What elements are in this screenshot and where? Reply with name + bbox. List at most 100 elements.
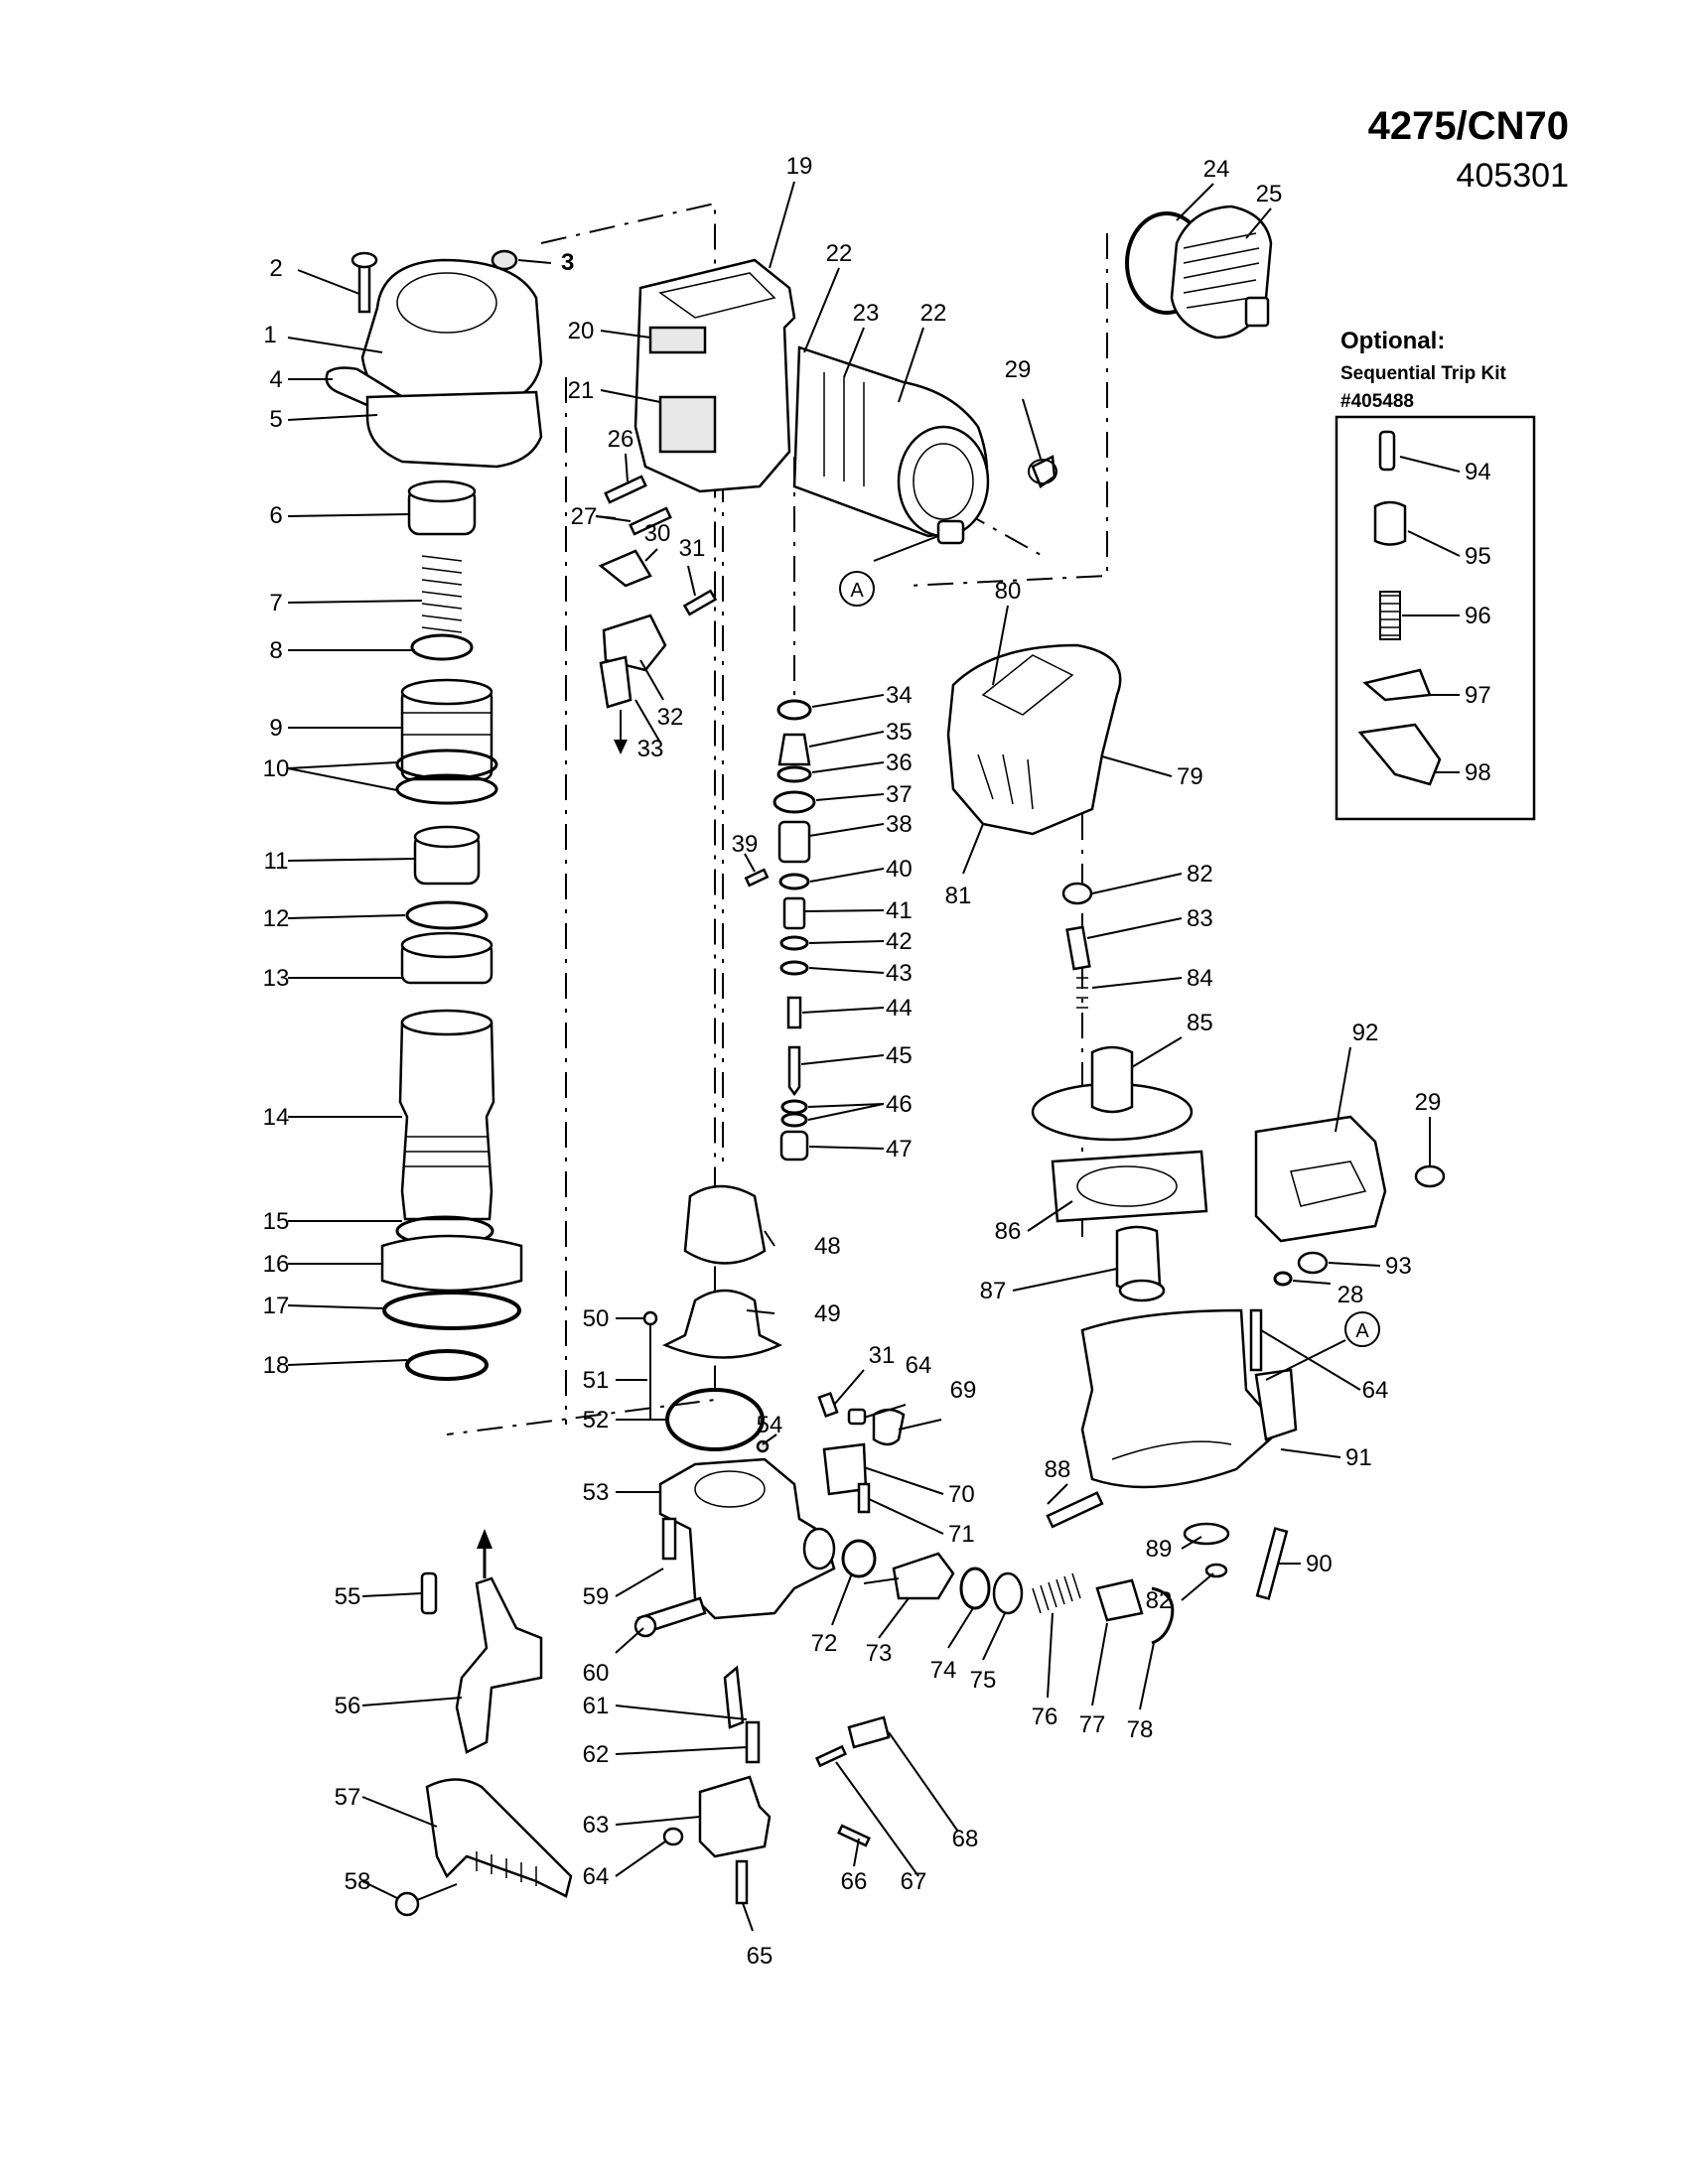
label-9: 9 [269, 715, 282, 742]
label-91: 91 [1345, 1444, 1372, 1471]
label-41: 41 [886, 897, 913, 924]
label-36: 36 [886, 750, 913, 776]
label-75: 75 [970, 1667, 997, 1694]
label-29: 29 [1005, 356, 1032, 383]
label-22: 22 [826, 240, 853, 267]
label-27: 27 [571, 503, 598, 530]
cylinder-cap [325, 249, 543, 469]
label-15: 15 [263, 1208, 290, 1235]
label-93: 93 [1385, 1253, 1412, 1280]
label-86: 86 [995, 1218, 1022, 1245]
label-96: 96 [1465, 603, 1491, 629]
label-71: 71 [948, 1521, 975, 1548]
label-69: 69 [950, 1377, 977, 1404]
label-46: 46 [886, 1091, 913, 1118]
feed-piston-plate [1031, 1045, 1208, 1302]
label-42: 42 [886, 928, 913, 955]
label-7: 7 [269, 590, 282, 616]
label-13: 13 [263, 965, 290, 992]
label-39: 39 [732, 831, 759, 858]
label-49: 49 [814, 1300, 841, 1327]
label-65: 65 [747, 1943, 774, 1970]
label-64b: 64 [906, 1352, 932, 1379]
label-10: 10 [263, 755, 290, 782]
label-87: 87 [980, 1278, 1007, 1304]
label-81: 81 [945, 883, 972, 909]
exhaust-cover [1125, 205, 1273, 340]
bumper-group [642, 1184, 782, 1453]
label-70: 70 [948, 1481, 975, 1508]
label-68: 68 [952, 1826, 979, 1852]
label-30: 30 [644, 520, 671, 547]
label-16: 16 [263, 1251, 290, 1278]
leader-lines [287, 181, 1461, 1932]
label-33: 33 [637, 736, 664, 762]
small-frame-parts [598, 459, 1057, 754]
magazine-cover [1254, 1115, 1446, 1287]
label-76: 76 [1032, 1704, 1058, 1730]
label-22b: 22 [920, 300, 947, 327]
label-24: 24 [1203, 156, 1230, 183]
label-61: 61 [583, 1693, 610, 1719]
contact-arm-group [394, 1529, 573, 1917]
label-43: 43 [886, 960, 913, 987]
callout-a-lower-text: A [1355, 1320, 1369, 1342]
label-64a: 64 [583, 1863, 610, 1890]
model-number: 405301 [1456, 157, 1569, 195]
label-23: 23 [853, 300, 880, 327]
label-77: 77 [1079, 1711, 1106, 1738]
nose-latch-group [662, 1665, 891, 1905]
label-5: 5 [269, 406, 282, 433]
label-57: 57 [335, 1784, 361, 1811]
label-38: 38 [886, 811, 913, 838]
label-74: 74 [930, 1657, 957, 1684]
label-60: 60 [583, 1660, 610, 1687]
label-4: 4 [269, 366, 282, 393]
label-64c: 64 [1362, 1377, 1389, 1404]
label-78: 78 [1127, 1716, 1154, 1743]
label-51: 51 [583, 1367, 610, 1394]
frame-body [633, 258, 1056, 545]
label-85: 85 [1187, 1010, 1213, 1036]
label-50: 50 [583, 1305, 610, 1332]
label-34: 34 [886, 682, 913, 709]
label-40: 40 [886, 856, 913, 883]
label-3: 3 [561, 249, 574, 276]
label-26: 26 [608, 426, 634, 453]
label-52: 52 [583, 1407, 610, 1433]
label-82b: 82 [1146, 1587, 1173, 1614]
label-25: 25 [1256, 181, 1283, 207]
label-72: 72 [811, 1630, 838, 1657]
label-37: 37 [886, 781, 913, 808]
label-45: 45 [886, 1042, 913, 1069]
part-labels: 1 2 3 4 5 6 7 8 9 10 11 12 13 14 15 16 1… [263, 153, 1491, 1970]
magazine-top [946, 643, 1122, 1009]
label-28: 28 [1337, 1282, 1364, 1308]
model-title: 4275/CN70 [1367, 104, 1569, 148]
label-98: 98 [1465, 759, 1491, 786]
label-29b: 29 [1415, 1089, 1442, 1116]
piston-stack [380, 479, 523, 1381]
label-12: 12 [263, 905, 290, 932]
label-14: 14 [263, 1104, 290, 1131]
label-58: 58 [345, 1868, 371, 1895]
label-53: 53 [583, 1479, 610, 1506]
label-55: 55 [335, 1583, 361, 1610]
label-63: 63 [583, 1812, 610, 1839]
label-80: 80 [995, 578, 1022, 605]
label-92: 92 [1352, 1020, 1379, 1046]
callout-a-upper-text: A [850, 580, 864, 602]
label-83: 83 [1187, 905, 1213, 932]
label-56: 56 [335, 1693, 361, 1719]
label-44: 44 [886, 995, 913, 1022]
label-17: 17 [263, 1293, 290, 1319]
trigger-assembly [817, 1391, 1175, 1645]
label-67: 67 [901, 1868, 927, 1895]
optional-kit-box [1335, 415, 1536, 821]
driver-guide-body [633, 1457, 836, 1638]
label-6: 6 [269, 502, 282, 529]
label-35: 35 [886, 719, 913, 746]
kit-heading: Optional: [1340, 328, 1446, 354]
